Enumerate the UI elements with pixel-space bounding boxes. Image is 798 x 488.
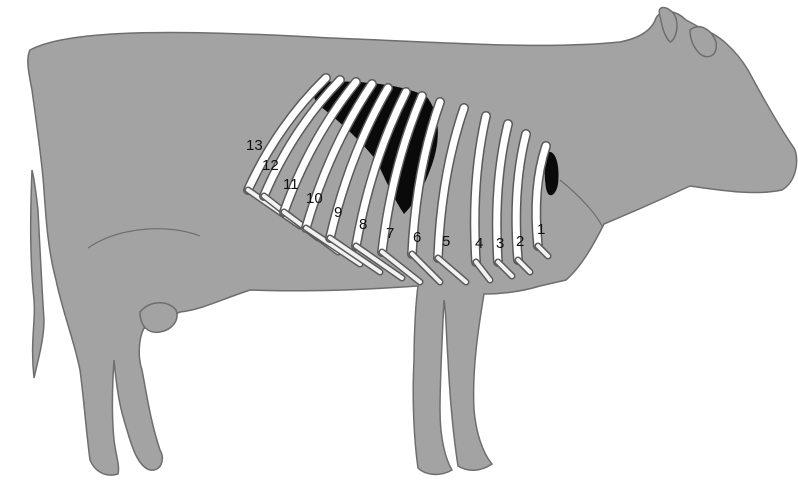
rib-label-10: 10 [306,190,323,207]
cow-tail [31,170,44,378]
rib-label-8: 8 [359,216,367,233]
rib-label-5: 5 [442,233,450,250]
rib-label-7: 7 [386,225,394,242]
rib-label-9: 9 [334,204,342,221]
rib-label-2: 2 [516,233,524,250]
rib-label-11: 11 [283,176,299,193]
rib-label-12: 12 [262,157,279,174]
rib-label-6: 6 [413,229,421,246]
cow-udder [140,303,177,333]
rib-label-4: 4 [475,235,483,252]
rib-label-1: 1 [537,221,545,238]
rib-label-3: 3 [496,235,504,252]
rib-label-13: 13 [246,137,263,154]
